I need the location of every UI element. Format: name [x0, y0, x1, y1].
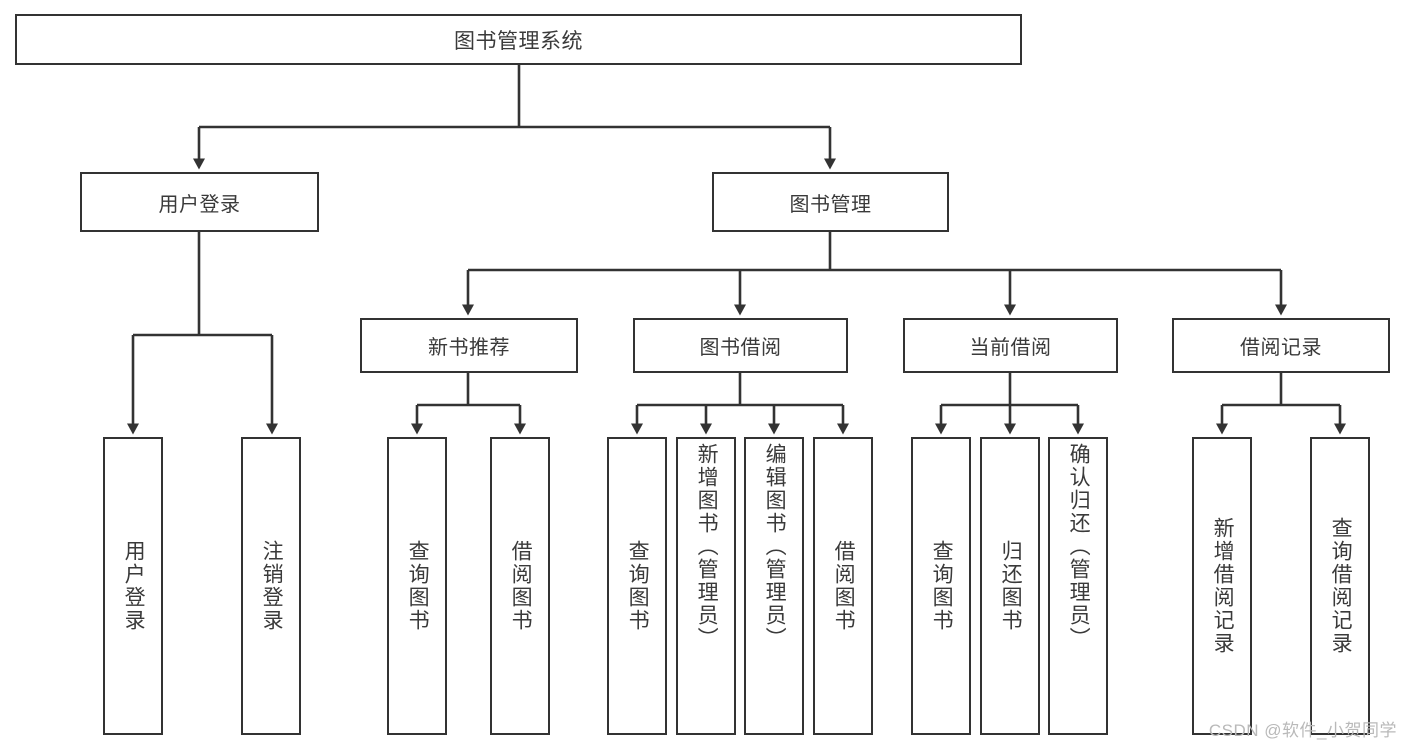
leaf-label: 查询借阅记录: [1329, 517, 1353, 655]
leaf-return-book[interactable]: 归还图书: [980, 437, 1040, 735]
leaf-label: 借阅图书: [509, 540, 533, 632]
leaf-label: 新增借阅记录: [1211, 517, 1235, 655]
leaf-user-login[interactable]: 用户登录: [103, 437, 163, 735]
node-new-book-recommend[interactable]: 新书推荐: [360, 318, 578, 373]
leaf-search-book-borrow[interactable]: 查询图书: [607, 437, 667, 735]
leaf-confirm-return-admin[interactable]: 确认归还（管理员）: [1048, 437, 1108, 735]
node-book-borrow[interactable]: 图书借阅: [633, 318, 848, 373]
leaf-logout[interactable]: 注销登录: [241, 437, 301, 735]
leaf-add-book-admin[interactable]: 新增图书（管理员）: [676, 437, 736, 735]
leaf-edit-book-admin[interactable]: 编辑图书（管理员）: [744, 437, 804, 735]
node-current-borrow[interactable]: 当前借阅: [903, 318, 1118, 373]
leaf-borrow-book-recommend[interactable]: 借阅图书: [490, 437, 550, 735]
leaf-label: 用户登录: [122, 540, 146, 632]
leaf-borrow-book[interactable]: 借阅图书: [813, 437, 873, 735]
leaf-label: 注销登录: [260, 540, 284, 632]
leaf-label: 归还图书: [999, 540, 1023, 632]
leaf-label: 新增图书（管理员）: [695, 443, 719, 650]
leaf-label: 确认归还（管理员）: [1067, 443, 1091, 650]
leaf-add-borrow-record[interactable]: 新增借阅记录: [1192, 437, 1252, 735]
leaf-search-book-recommend[interactable]: 查询图书: [387, 437, 447, 735]
leaf-search-borrow-record[interactable]: 查询借阅记录: [1310, 437, 1370, 735]
node-borrow-record[interactable]: 借阅记录: [1172, 318, 1390, 373]
leaf-label: 查询图书: [406, 540, 430, 632]
leaf-label: 编辑图书（管理员）: [763, 443, 787, 650]
leaf-label: 查询图书: [930, 540, 954, 632]
leaf-label: 查询图书: [626, 540, 650, 632]
leaf-label: 借阅图书: [832, 540, 856, 632]
node-root-system[interactable]: 图书管理系统: [15, 14, 1022, 65]
node-book-management[interactable]: 图书管理: [712, 172, 949, 232]
node-user-login[interactable]: 用户登录: [80, 172, 319, 232]
leaf-search-book-current[interactable]: 查询图书: [911, 437, 971, 735]
